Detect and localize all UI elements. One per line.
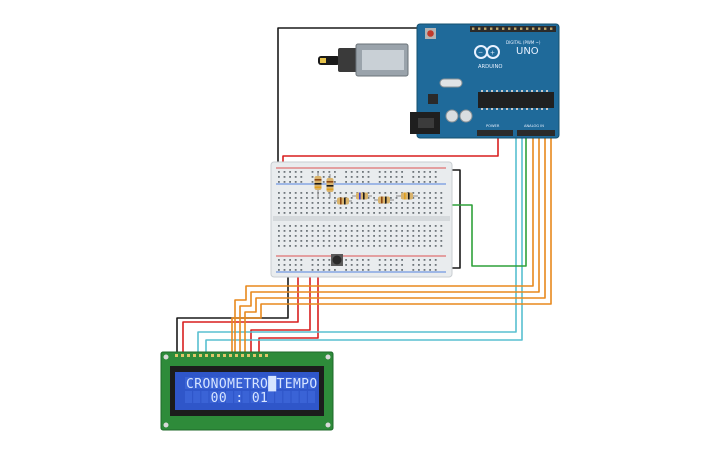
push-button-icon <box>331 254 343 266</box>
chip-legs <box>481 90 548 110</box>
lcd-pins <box>175 354 268 357</box>
usb-cable-icon <box>318 43 409 77</box>
lcd-line-2: 00 : 01 <box>186 391 268 406</box>
breadboard-holes <box>278 171 443 271</box>
arduino-logo-icon: − + <box>474 45 500 59</box>
resistor-icon <box>314 172 418 205</box>
wire-cyan-1 <box>197 38 517 352</box>
crystal <box>439 78 463 88</box>
resistor-6 <box>396 192 418 200</box>
wire-cyan-2 <box>205 38 523 352</box>
resistor-3 <box>334 197 352 205</box>
lcd-module: CRONOMETRO█TEMPO 00 : 01 <box>160 351 334 431</box>
resistor-4 <box>352 192 372 200</box>
svg-text:−: − <box>478 49 483 56</box>
arduino-board: − + ARDUINO UNO DIGITAL (PWM ~) POWER AN… <box>410 23 560 139</box>
digital-label: DIGITAL (PWM ~) <box>506 40 541 45</box>
digital-header <box>470 26 556 32</box>
lcd-cells <box>185 377 315 403</box>
analog-label: ANALOG IN <box>524 124 544 128</box>
board-model: UNO <box>516 46 539 57</box>
wire-orange-4 <box>231 38 552 352</box>
digital-pins <box>472 27 553 30</box>
resistor-5 <box>374 196 394 204</box>
microcontroller-chip <box>478 92 554 108</box>
capacitor-1 <box>445 109 459 123</box>
regulator <box>428 94 438 104</box>
wire-orange-2 <box>239 38 540 352</box>
board-brand: ARDUINO <box>478 64 502 70</box>
wire-orange-1 <box>234 38 534 352</box>
resistor-2 <box>326 174 334 198</box>
power-label: POWER <box>486 124 500 128</box>
power-header <box>477 130 513 136</box>
breadboard <box>270 161 453 278</box>
lcd-line-1: CRONOMETRO█TEMPO <box>186 375 318 392</box>
svg-text:+: + <box>490 50 495 57</box>
resistor-1 <box>314 172 322 198</box>
analog-header <box>517 130 555 136</box>
capacitor-2 <box>459 109 473 123</box>
